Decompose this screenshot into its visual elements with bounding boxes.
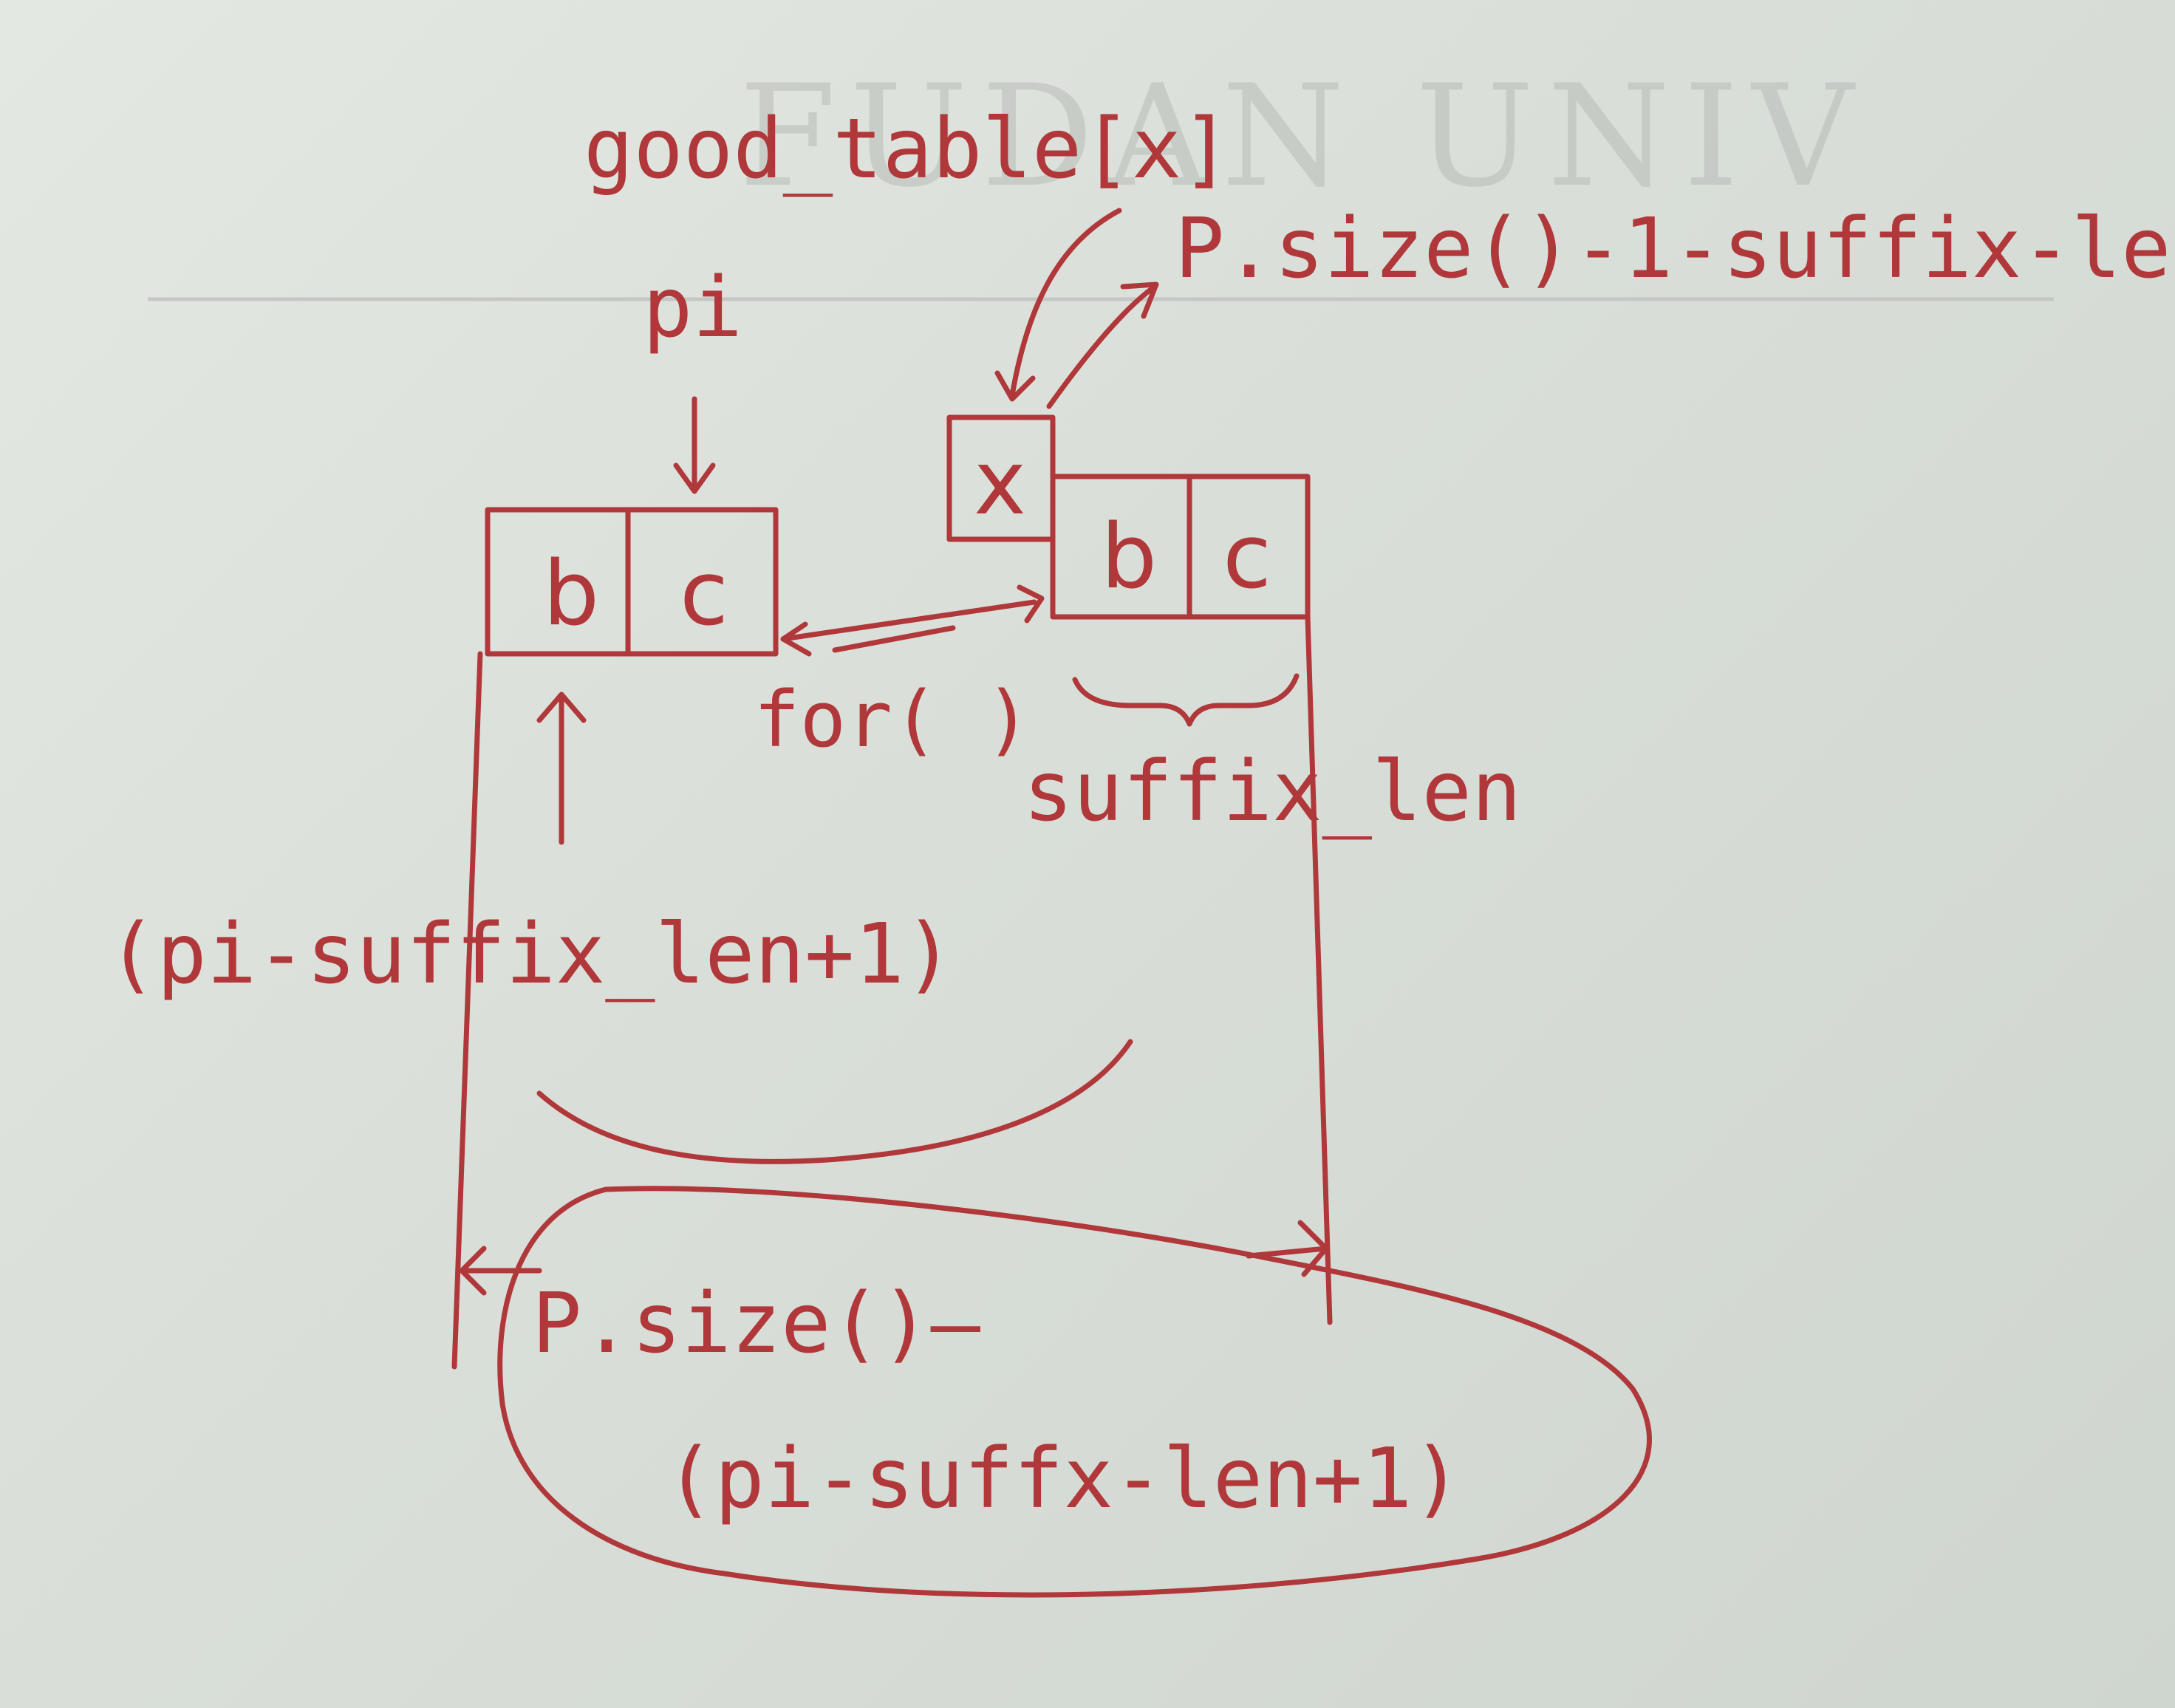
suffix-len-brace (1072, 673, 1300, 727)
bottom-left-arrow (459, 1246, 542, 1296)
double-arrow-x-to-labels (994, 208, 1159, 409)
x-cell-block: x (946, 414, 1056, 542)
label-pi: pi (643, 260, 742, 356)
range-curve (536, 1039, 1133, 1164)
x-cell: x (974, 432, 1026, 535)
label-for-loop: for( ) (754, 674, 1031, 765)
watermark-text: FUDAN UNIV (739, 55, 1867, 218)
pi-expr-up-arrow (536, 691, 587, 845)
label-psize-minus-one: P.size()-1-suffix-len (1175, 201, 2175, 297)
left-boundary-line (451, 651, 483, 1370)
pi-down-arrow (673, 396, 716, 494)
label-psize-bottom: P.size()— (532, 1276, 980, 1372)
label-pi-suffix-expr: (pi-suffix_len+1) (107, 906, 954, 1002)
left-cell-c: c (680, 543, 728, 646)
label-good-table: good_table[x] (584, 101, 1232, 197)
label-suffix-len: suffix_len (1023, 744, 1521, 840)
left-pattern-block: b c (485, 507, 779, 657)
bottom-enclosure-loop (497, 1186, 1652, 1598)
right-boundary-line (1305, 614, 1333, 1325)
label-bottom-expr: (pi-suffx-len+1) (665, 1431, 1462, 1527)
right-cell-c: c (1223, 506, 1271, 609)
right-suffix-block: b c (1050, 474, 1311, 620)
left-cell-b: b (543, 543, 599, 646)
right-cell-b: b (1101, 506, 1157, 609)
comparison-double-arrow (780, 584, 1045, 657)
